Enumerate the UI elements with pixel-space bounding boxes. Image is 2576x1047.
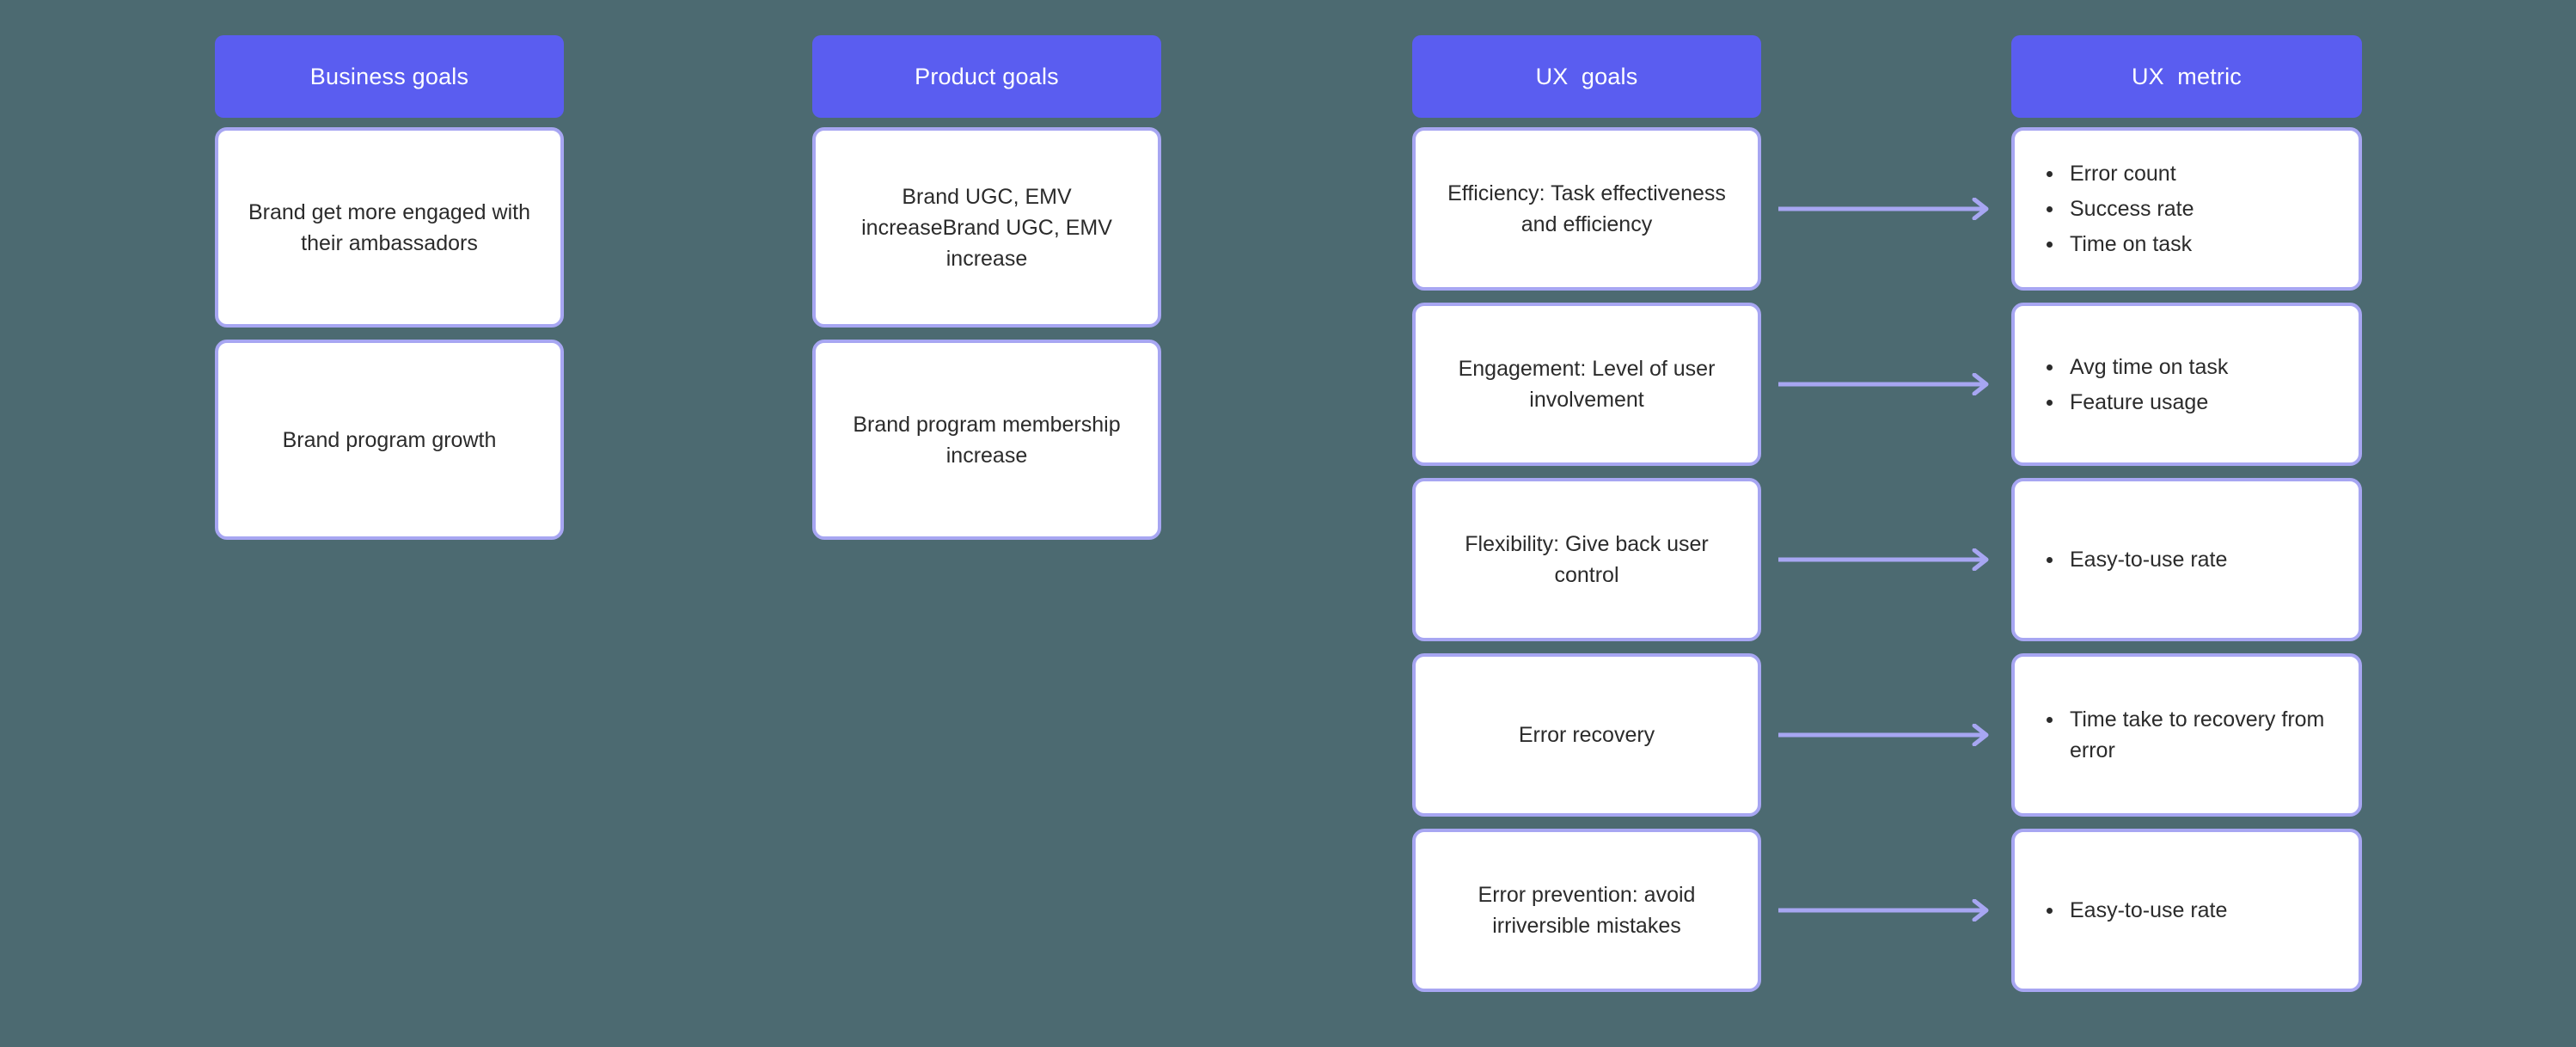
card-ux-goal-1[interactable]: Efficiency: Task effectiveness and effic… — [1412, 127, 1761, 291]
card-ux-goal-3[interactable]: Flexibility: Give back user control — [1412, 478, 1761, 641]
metric-list-4: Time take to recovery from error — [2035, 704, 2340, 766]
list-item: Easy-to-use rate — [2065, 544, 2227, 575]
card-business-goal-1[interactable]: Brand get more engaged with their ambass… — [215, 127, 564, 328]
column-header-ux-metric[interactable]: UX metric — [2011, 35, 2362, 118]
card-business-goal-2[interactable]: Brand program growth — [215, 340, 564, 540]
card-ux-metric-2[interactable]: Avg time on task Feature usage — [2011, 303, 2362, 466]
connector-arrow-3 — [1778, 548, 1997, 571]
card-product-goal-2[interactable]: Brand program membership increase — [812, 340, 1161, 540]
metric-list-3: Easy-to-use rate — [2035, 544, 2227, 575]
card-ux-goal-2[interactable]: Engagement: Level of user involvement — [1412, 303, 1761, 466]
connector-arrow-1 — [1778, 198, 1997, 220]
card-product-goal-1[interactable]: Brand UGC, EMV increaseBrand UGC, EMV in… — [812, 127, 1161, 328]
card-ux-goal-4[interactable]: Error recovery — [1412, 653, 1761, 817]
card-ux-metric-5[interactable]: Easy-to-use rate — [2011, 829, 2362, 992]
card-ux-metric-1[interactable]: Error count Success rate Time on task — [2011, 127, 2362, 291]
list-item: Easy-to-use rate — [2065, 895, 2227, 926]
card-ux-metric-4[interactable]: Time take to recovery from error — [2011, 653, 2362, 817]
column-business-goals: Business goals Brand get more engaged wi… — [215, 35, 564, 540]
column-header-business-goals[interactable]: Business goals — [215, 35, 564, 118]
list-item: Avg time on task — [2065, 352, 2228, 383]
connector-arrow-4 — [1778, 724, 1997, 746]
connector-arrow-2 — [1778, 373, 1997, 395]
connector-arrow-5 — [1778, 899, 1997, 921]
column-ux-metric: UX metric Error count Success rate Time … — [2011, 35, 2362, 992]
column-ux-goals: UX goals Efficiency: Task effectiveness … — [1412, 35, 1761, 992]
metric-list-2: Avg time on task Feature usage — [2035, 352, 2228, 418]
card-ux-metric-3[interactable]: Easy-to-use rate — [2011, 478, 2362, 641]
list-item: Time take to recovery from error — [2065, 704, 2340, 766]
column-product-goals: Product goals Brand UGC, EMV increaseBra… — [812, 35, 1161, 540]
list-item: Success rate — [2065, 193, 2194, 224]
list-item: Feature usage — [2065, 387, 2228, 418]
metric-list-1: Error count Success rate Time on task — [2035, 158, 2194, 260]
metric-list-5: Easy-to-use rate — [2035, 895, 2227, 926]
column-header-ux-goals[interactable]: UX goals — [1412, 35, 1761, 118]
list-item: Time on task — [2065, 229, 2194, 260]
column-header-product-goals[interactable]: Product goals — [812, 35, 1161, 118]
list-item: Error count — [2065, 158, 2194, 189]
card-ux-goal-5[interactable]: Error prevention: avoid irriversible mis… — [1412, 829, 1761, 992]
